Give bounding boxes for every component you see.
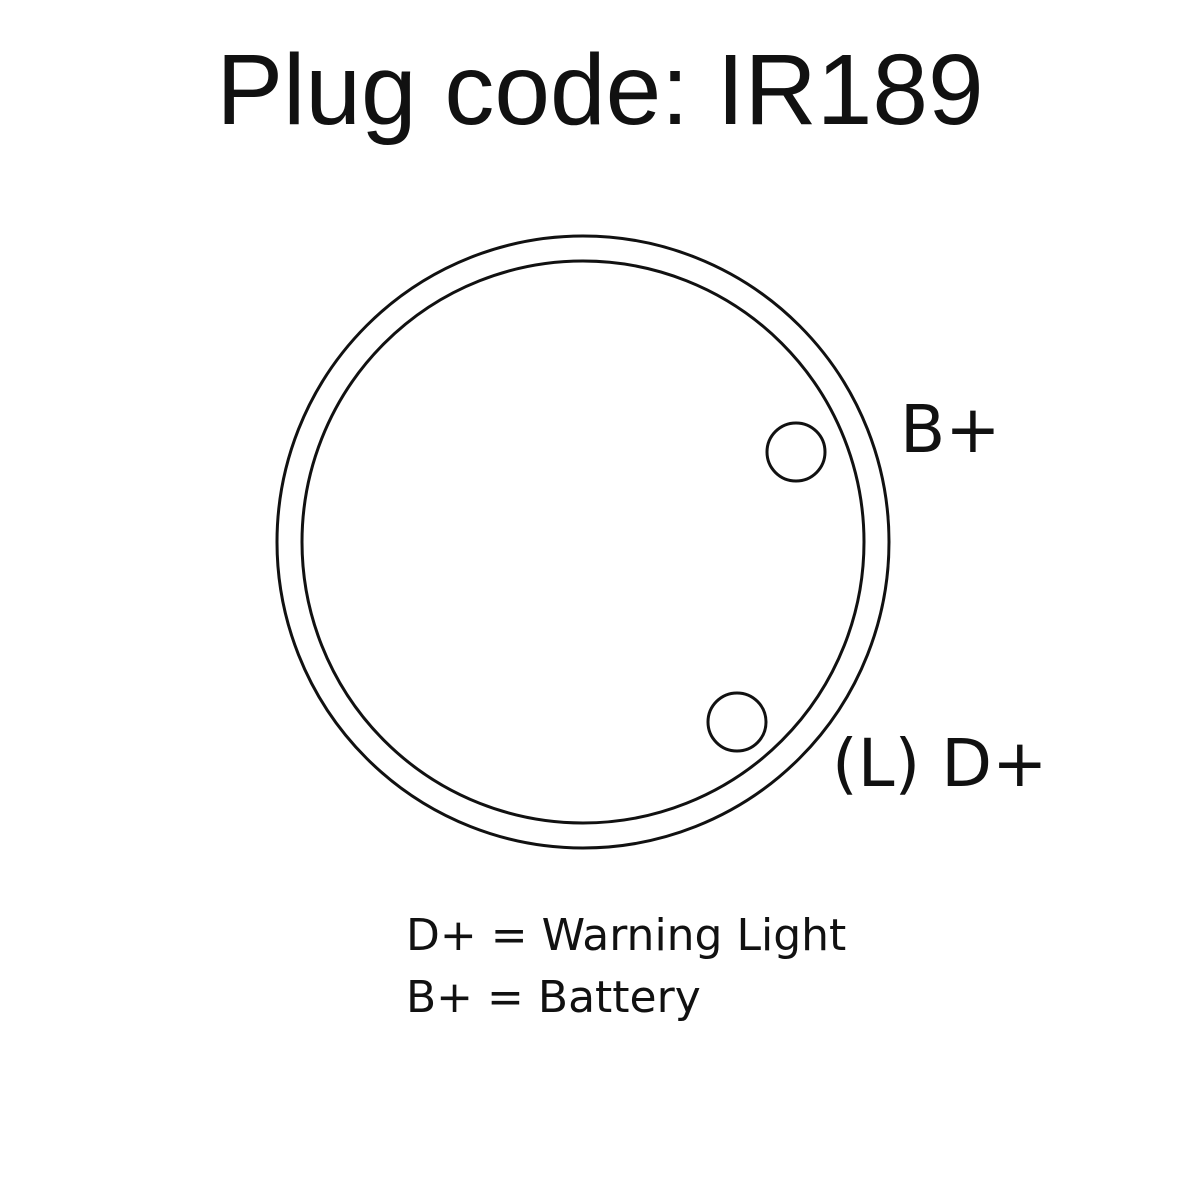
legend-item-b-plus: B+ = Battery — [406, 972, 701, 1023]
pin-b-plus — [765, 421, 827, 483]
legend: D+ = Warning Light B+ = Battery — [406, 905, 846, 1029]
pin-b-plus-label: B+ — [900, 391, 1001, 468]
pin-d-plus — [706, 691, 768, 753]
plug-inner-ring — [300, 259, 866, 825]
pin-d-plus-label: (L) D+ — [832, 725, 1048, 802]
legend-item-d-plus: D+ = Warning Light — [406, 910, 847, 961]
page-title: Plug code: IR189 — [216, 34, 984, 146]
plug-outer-ring — [275, 234, 891, 850]
